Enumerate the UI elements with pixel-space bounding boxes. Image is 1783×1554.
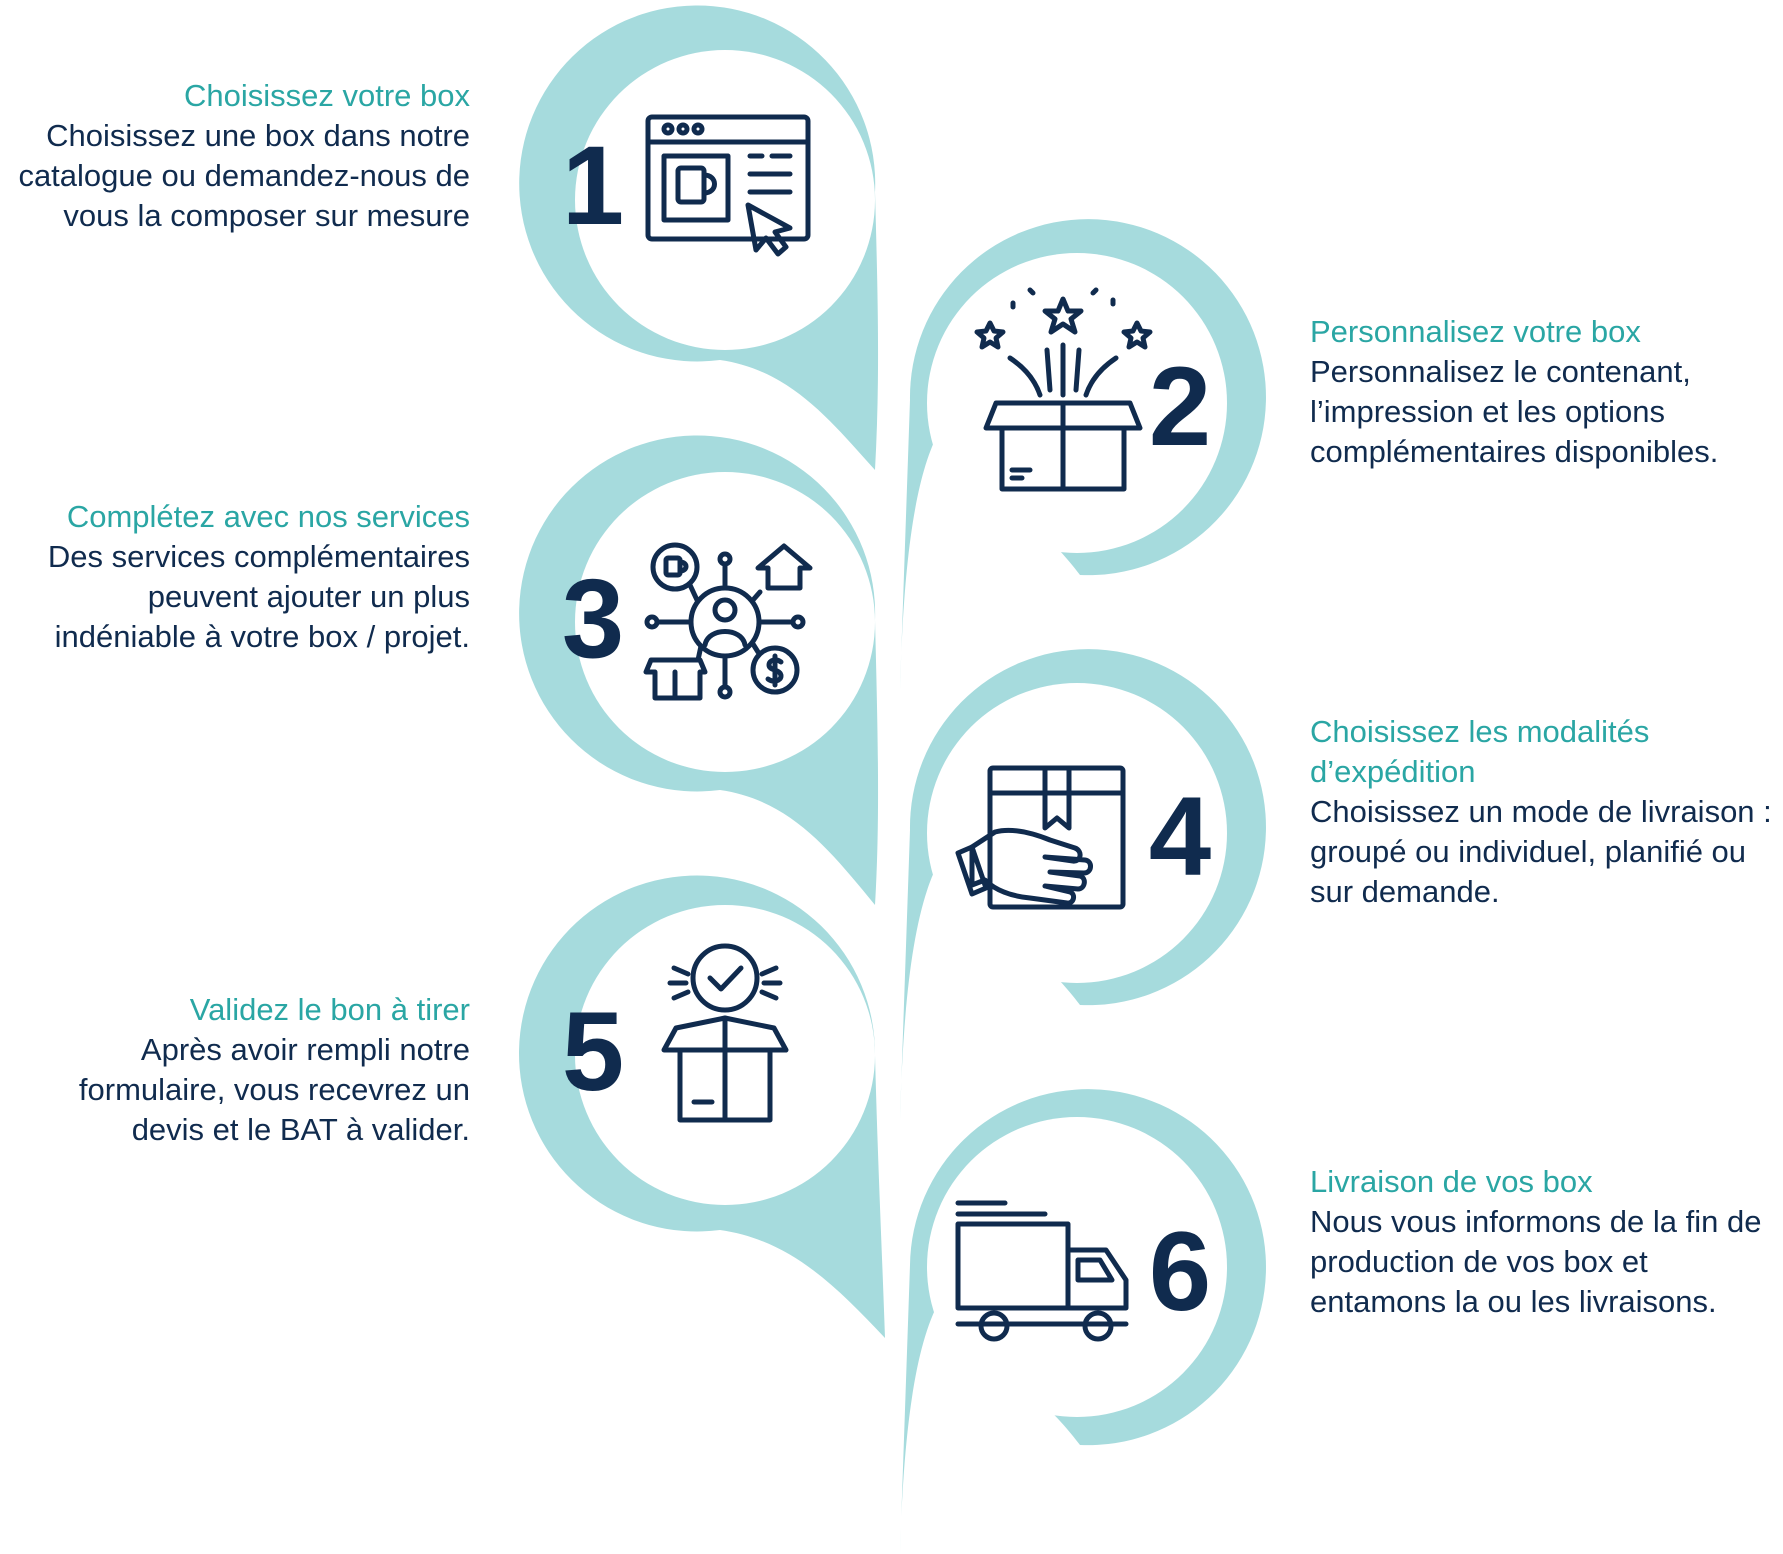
box-checkmark-icon: [661, 943, 789, 1123]
step-number-6: 6: [1149, 1209, 1211, 1334]
step-3-text: Complétez avec nos services Des services…: [0, 497, 470, 657]
step-5-title: Validez le bon à tirer: [189, 992, 470, 1027]
step-number-5: 5: [562, 989, 624, 1114]
hand-package-icon: [955, 765, 1126, 910]
step-6-description: Nous vous informons de la fin de product…: [1310, 1204, 1762, 1319]
step-2-description: Personnalisez le contenant, l’impression…: [1310, 354, 1719, 469]
step-4-text: Choisissez les modalités d’expédition Ch…: [1310, 712, 1780, 912]
delivery-truck-icon: [955, 1200, 1129, 1342]
services-network-icon: [643, 542, 813, 701]
step-6-title: Livraison de vos box: [1310, 1164, 1593, 1199]
step-6-text: Livraison de vos box Nous vous informons…: [1310, 1162, 1780, 1322]
browser-mug-cursor-icon: [645, 114, 811, 257]
step-5-description: Après avoir rempli notre formulaire, vou…: [78, 1032, 470, 1147]
gift-box-fireworks-icon: [974, 287, 1153, 492]
step-5-text: Validez le bon à tirer Après avoir rempl…: [0, 990, 470, 1150]
step-1-title: Choisissez votre box: [183, 78, 470, 113]
step-1-text: Choisissez votre box Choisissez une box …: [0, 76, 470, 236]
step-2-text: Personnalisez votre box Personnalisez le…: [1310, 312, 1780, 472]
step-number-1: 1: [562, 123, 624, 248]
step-number-2: 2: [1149, 344, 1211, 469]
step-3-description: Des services complémentaires peuvent ajo…: [47, 539, 470, 654]
step-number-3: 3: [562, 556, 624, 681]
step-2-title: Personnalisez votre box: [1310, 314, 1641, 349]
step-1-description: Choisissez une box dans notre catalogue …: [18, 118, 470, 233]
step-number-4: 4: [1149, 774, 1211, 899]
step-4-description: Choisissez un mode de livraison : groupé…: [1310, 794, 1772, 909]
step-4-title: Choisissez les modalités d’expédition: [1310, 714, 1650, 789]
step-3-title: Complétez avec nos services: [66, 499, 470, 534]
